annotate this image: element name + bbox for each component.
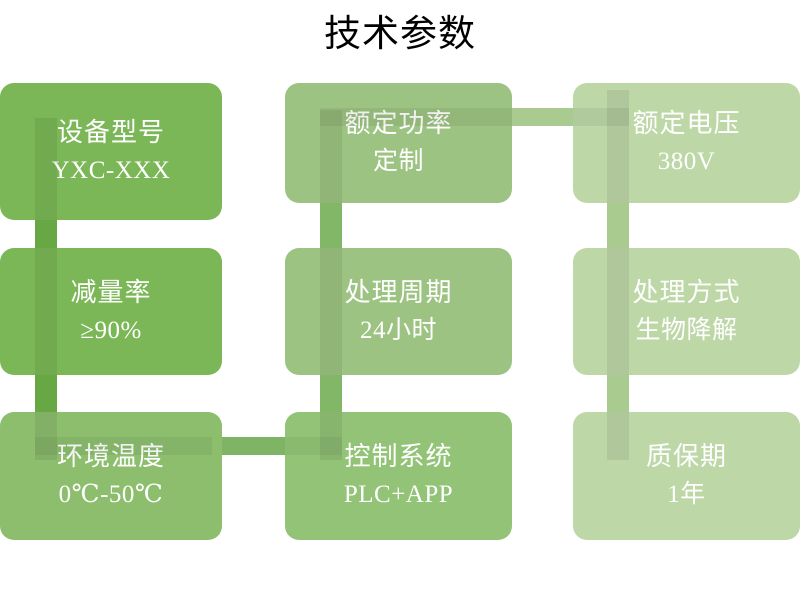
spec-card-value: 24小时: [359, 316, 437, 344]
spec-card-warranty[interactable]: 质保期 1年: [573, 412, 800, 540]
connector-overlay-top-band-voltage: [573, 108, 629, 126]
spec-card-label: 额定电压: [632, 109, 741, 138]
connector-vertical-col2-lower: [320, 365, 342, 423]
spec-card-value: 380V: [657, 148, 716, 175]
spec-card-value: PLC+APP: [343, 481, 454, 508]
spec-card-label: 处理方式: [632, 277, 741, 307]
spec-card-value: 1年: [667, 481, 706, 508]
connector-overlay-bottom-band-temperature: [35, 437, 212, 455]
connector-overlay-bottom-band-control: [285, 437, 342, 455]
spec-card-value: ≥90%: [80, 316, 142, 344]
spec-card-value: 定制: [372, 148, 424, 175]
connector-vertical-col3-lower: [607, 365, 629, 423]
spec-card-model[interactable]: 设备型号 YXC-XXX: [0, 83, 222, 220]
connector-vertical-col1-lower: [35, 365, 57, 423]
connector-overlay-col3-row3: [607, 412, 629, 460]
spec-card-label: 设备型号: [56, 117, 165, 147]
spec-card-rated-voltage[interactable]: 额定电压 380V: [573, 83, 800, 203]
spec-card-control[interactable]: 控制系统 PLC+APP: [285, 412, 512, 540]
connector-vertical-col2-upper: [320, 200, 342, 256]
connector-overlay-col3-row1: [607, 90, 629, 203]
spec-card-label: 环境温度: [56, 442, 165, 471]
spec-card-label: 控制系统: [344, 442, 453, 471]
spec-card-label: 减量率: [70, 277, 152, 307]
connector-overlay-col2-row3: [320, 412, 342, 460]
spec-card-value: 0℃-50℃: [58, 481, 164, 508]
connector-overlay-col2-row1: [320, 110, 342, 203]
connector-overlay-col3-row2: [607, 248, 629, 375]
connector-vertical-col3-upper: [607, 200, 629, 256]
connector-overlay-top-band-power: [320, 108, 512, 126]
page-title: 技术参数: [324, 12, 476, 55]
connector-overlay-col1-row2: [35, 248, 57, 375]
spec-card-temperature[interactable]: 环境温度 0℃-50℃: [0, 412, 222, 540]
spec-card-rated-power[interactable]: 额定功率 定制: [285, 83, 512, 203]
spec-card-label: 额定功率: [344, 109, 453, 138]
connector-overlay-col1-row3: [35, 412, 57, 460]
spec-card-value: YXC-XXX: [51, 156, 171, 184]
spec-card-label: 质保期: [645, 442, 727, 471]
connector-overlay-col2-row2: [320, 248, 342, 375]
connector-overlay-col1-row1: [35, 118, 57, 220]
spec-card-value: 生物降解: [635, 316, 738, 344]
spec-card-label: 处理周期: [344, 277, 453, 307]
spec-card-method[interactable]: 处理方式 生物降解: [573, 248, 800, 375]
spec-card-cycle[interactable]: 处理周期 24小时: [285, 248, 512, 375]
spec-card-reduction[interactable]: 减量率 ≥90%: [0, 248, 222, 375]
